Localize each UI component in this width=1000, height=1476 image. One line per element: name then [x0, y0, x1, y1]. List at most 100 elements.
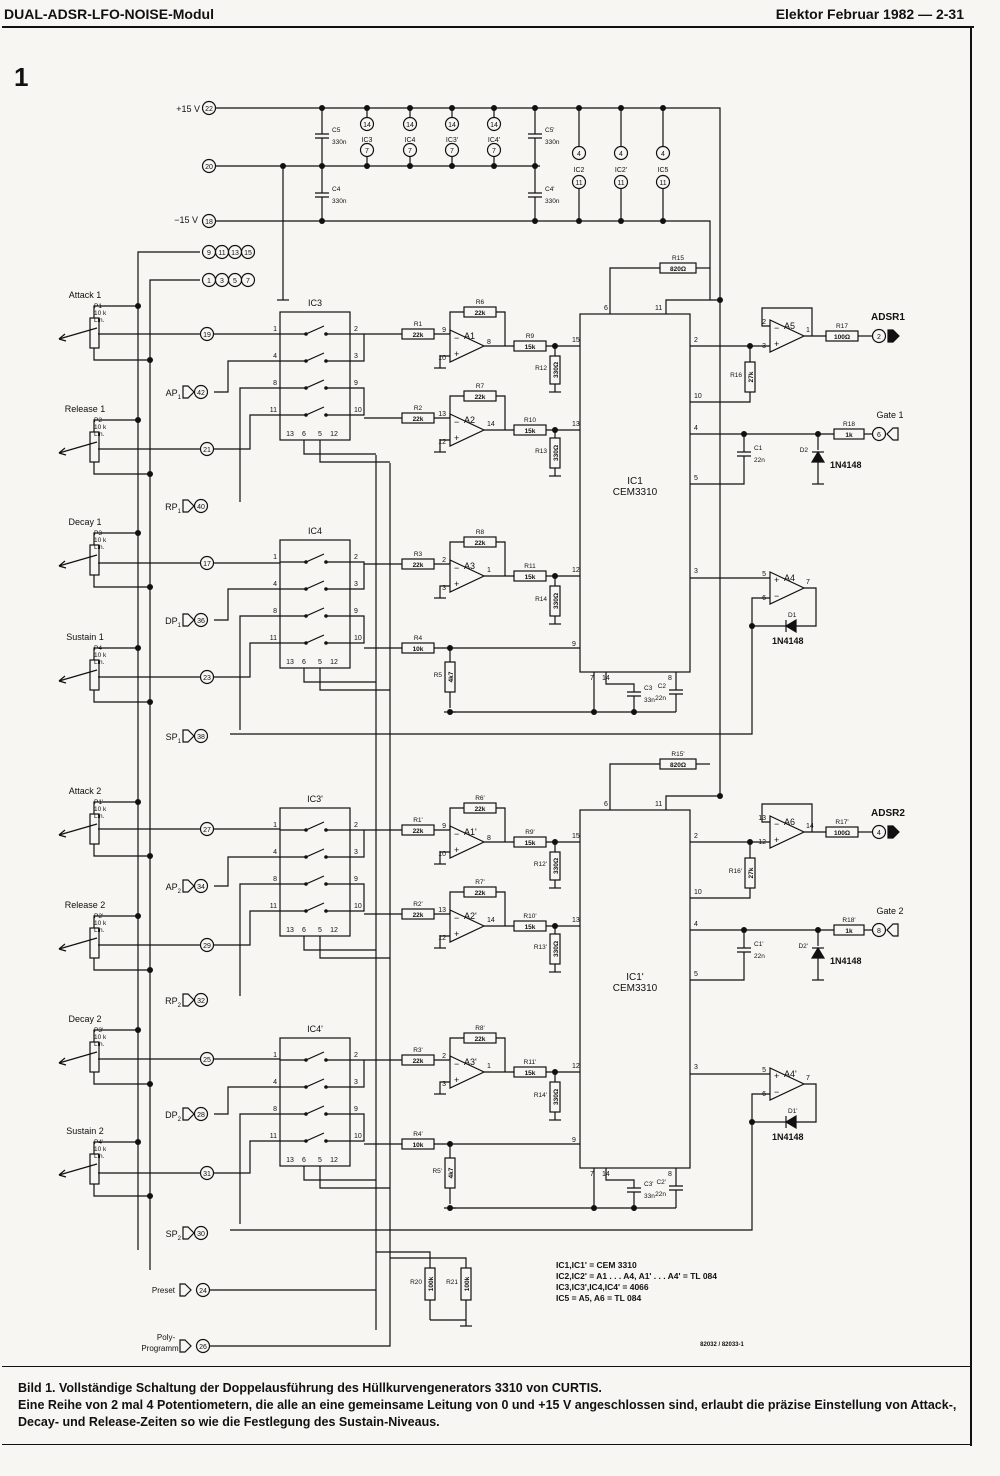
resistor-value: 22k [475, 540, 486, 547]
resistor-name: R7 [476, 383, 485, 390]
connector-pin-label: 36 [197, 618, 205, 625]
junction-dot [532, 163, 538, 169]
connector-pin [201, 213, 217, 229]
opamp-name: A3 [464, 561, 475, 571]
ic-pin: 5 [694, 971, 698, 978]
switch-contact [304, 1139, 308, 1143]
connector-pin [359, 142, 375, 158]
switch-pin-number: 10 [354, 635, 362, 642]
connector-pin-label: 34 [197, 884, 205, 891]
ic-pin: 6 [604, 801, 608, 808]
resistor-name: R3' [413, 1047, 423, 1054]
rail-label: −15 V [174, 215, 198, 225]
junction-dot [147, 967, 153, 973]
connector-pin [199, 1165, 215, 1181]
connector-pin-label: 38 [197, 734, 205, 741]
wire [609, 763, 660, 810]
opamp-name: A1' [464, 827, 477, 837]
cv-input-label: SP2 [166, 1229, 182, 1242]
switch-contact [324, 587, 328, 591]
diode-type: 1N4148 [830, 956, 862, 966]
input-label: Poly- [157, 1333, 176, 1342]
wire [93, 1190, 150, 1197]
input-arrow [182, 729, 195, 743]
caption-rule [2, 1366, 972, 1367]
capacitor [627, 691, 641, 697]
resistor-value: 1k [845, 928, 853, 935]
resistor-value: 100k [428, 1276, 435, 1291]
wire [214, 910, 280, 946]
connector-pin-label: 15 [244, 250, 252, 257]
junction-dot [618, 218, 624, 224]
opamp-pin: 2 [442, 557, 446, 564]
wire [230, 626, 753, 735]
diode-name: D2' [798, 943, 808, 950]
resistor-name: R3 [414, 551, 423, 558]
pot-type: Lin. [94, 927, 105, 934]
opamp [769, 1067, 806, 1101]
wire [214, 360, 280, 393]
connector-pin-label: 40 [197, 504, 205, 511]
switch-contact [304, 855, 308, 859]
connector-pin-label: 21 [203, 447, 211, 454]
connector-pin [444, 142, 460, 158]
resistor-value: 1k [845, 432, 853, 439]
opamp-pin: 9 [442, 327, 446, 334]
resistor-value: 10k [413, 646, 424, 653]
connector-pin-label: 4 [877, 830, 881, 837]
opamp-input-sign: + [774, 835, 779, 845]
wire [93, 1078, 150, 1085]
connector-pin [571, 174, 587, 190]
input-arrow [886, 923, 899, 937]
junction-dot [660, 105, 666, 111]
resistor-value: 330Ω [553, 1089, 560, 1105]
switch-contact [304, 909, 308, 913]
switch-pin-number: 6 [302, 1157, 306, 1164]
capacitor-value: 22n [655, 695, 666, 702]
wire [93, 850, 150, 857]
junction-dot [319, 218, 325, 224]
envelope-generator-ic [579, 809, 691, 1169]
input-arrow [182, 993, 195, 1007]
cv-input-subscript: 2 [178, 1117, 182, 1123]
capacitor-value: 22n [754, 953, 765, 960]
connector-pin-label: 9 [207, 250, 211, 257]
pot-type: Lin. [94, 317, 105, 324]
connector-pin [201, 158, 217, 174]
opamp-pin: 3 [762, 343, 766, 350]
pot-wiper-arrow [58, 937, 98, 950]
ic-pin: 6 [604, 305, 608, 312]
capacitor-name: C3' [644, 1181, 654, 1188]
connector-pin-label: 7 [365, 148, 369, 155]
junction-dot [147, 1081, 153, 1087]
resistor-name: R18 [843, 421, 855, 428]
wire [605, 1168, 635, 1188]
wire [449, 541, 506, 576]
opamp-input-sign: + [774, 575, 779, 585]
wire [93, 801, 138, 807]
resistor-name: R15 [672, 255, 684, 262]
wire [210, 1300, 391, 1347]
cv-input-label: AP2 [166, 882, 182, 895]
opamp-name: A6 [784, 817, 795, 827]
header-rule [2, 26, 974, 28]
switch-pin-number: 5 [318, 1157, 322, 1164]
resistor-value: 22k [413, 332, 424, 339]
parts-note: IC2,IC2' = A1 . . . A4, A1' . . . A4' = … [556, 1271, 717, 1281]
opamp-pin: 14 [487, 421, 495, 428]
resistor-name: R14 [535, 596, 547, 603]
capacitor [669, 1185, 683, 1191]
resistor-value: 22k [475, 890, 486, 897]
connector-pin-label: 14 [363, 122, 371, 129]
switch-ic-name: IC3' [307, 794, 323, 804]
opamp-pin: 10 [438, 851, 446, 858]
junction-dot [576, 218, 582, 224]
opamp-pin: 3 [442, 585, 446, 592]
wire [439, 355, 450, 368]
wire [439, 1081, 450, 1094]
resistor-name: R2' [413, 901, 423, 908]
ic-pin: 3 [694, 568, 698, 575]
ic-pin: 8 [668, 675, 672, 682]
wire [93, 532, 138, 538]
ic-pin: 10 [694, 393, 702, 400]
